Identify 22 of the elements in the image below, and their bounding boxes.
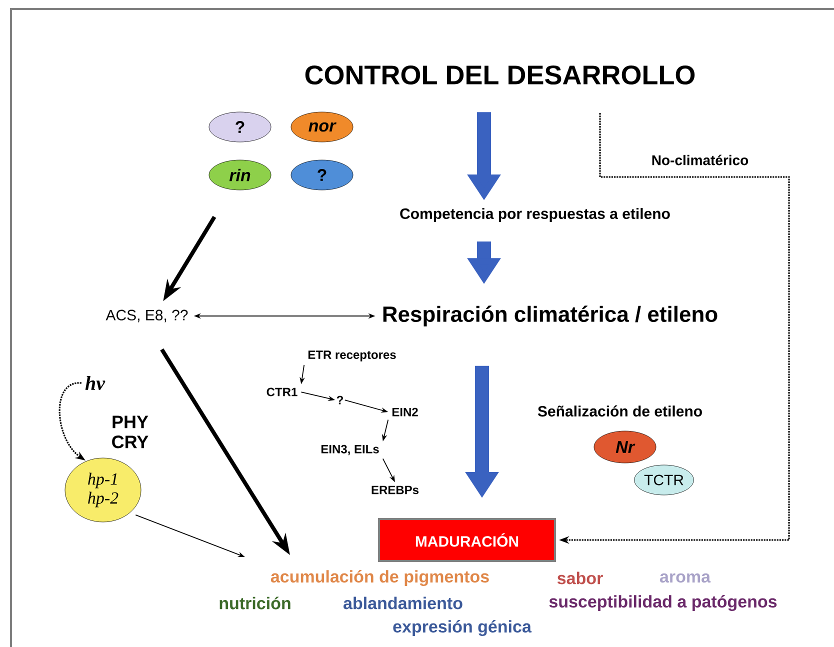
stage-text: Señalización de etileno	[538, 405, 702, 417]
trait-text: sabor	[557, 572, 603, 584]
signal-text: ?	[336, 396, 343, 404]
stage-text: Respiración climatérica / etileno	[383, 306, 718, 326]
ripening-box: MADURACIÓN	[378, 518, 556, 562]
trait-text: expresión génica	[393, 620, 532, 636]
light-symbol: hv	[85, 376, 106, 390]
photoreceptor-text: PHY CRY	[112, 416, 148, 448]
edge-label: No-climatérico	[650, 154, 750, 166]
gene-text: ACS, E8, ??	[106, 310, 188, 322]
trait-text: ablandamiento	[344, 596, 462, 610]
signal-text: EIN2	[392, 408, 418, 416]
signal-text: EREBPs	[372, 486, 419, 494]
signal-text: CTR1	[266, 388, 298, 396]
trait-text: susceptibilidad a patógenos	[549, 594, 777, 612]
trait-text: nutrición	[220, 596, 290, 610]
trait-text: aroma	[660, 573, 711, 583]
stage-text: Competencia por respuestas a etileno	[400, 208, 670, 222]
signal-text: ETR receptores	[308, 350, 396, 362]
trait-text: acumulación de pigmentos	[270, 570, 489, 586]
signal-text: EIN3, EILs	[321, 444, 379, 456]
title-text: CONTROL DEL DESARROLLO	[305, 65, 695, 85]
